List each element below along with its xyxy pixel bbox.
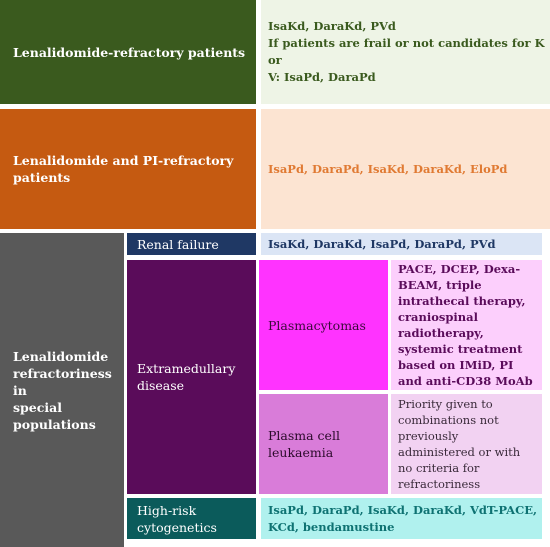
plasma-cell-leukaemia-label-cell: Plasma cell leukaemia [259, 394, 388, 494]
lenalidomide-refractory-label: Lenalidomide-refractory patients [13, 44, 246, 60]
plasma-cell-leukaemia-treatment: Priority given to combinations not previ… [398, 397, 521, 491]
lenalidomide-pi-refractory-label-cell: Lenalidomide and PI-refractory patients [0, 109, 256, 229]
special-populations-label-cell: Lenalidomide refractoriness in special p… [0, 233, 124, 547]
plasmacytomas-label: Plasmacytomas [268, 317, 366, 333]
lenalidomide-pi-refractory-treatment-cell: IsaPd, DaraPd, IsaKd, DaraKd, EloPd [261, 109, 550, 229]
renal-failure-treatment: IsaKd, DaraKd, IsaPd, DaraPd, PVd [268, 236, 496, 251]
high-risk-label: High-risk cytogenetics [137, 502, 217, 535]
lenalidomide-pi-refractory-treatment: IsaPd, DaraPd, IsaKd, DaraKd, EloPd [268, 161, 508, 176]
renal-failure-label-cell: Renal failure [127, 233, 256, 255]
plasmacytomas-label-cell: Plasmacytomas [259, 260, 388, 390]
high-risk-label-cell: High-risk cytogenetics [127, 498, 256, 539]
lenalidomide-refractory-treatment-cell: IsaKd, DaraKd, PVd If patients are frail… [261, 0, 550, 104]
lenalidomide-refractory-treatment: IsaKd, DaraKd, PVd If patients are frail… [268, 19, 545, 84]
special-populations-label: Lenalidomide refractoriness in special p… [13, 348, 112, 432]
extramedullary-label: Extramedullary disease [137, 361, 236, 393]
plasmacytomas-treatment-cell: PACE, DCEP, Dexa- BEAM, triple intrathec… [391, 260, 542, 390]
renal-failure-label: Renal failure [137, 236, 219, 252]
high-risk-treatment: IsaPd, DaraPd, IsaKd, DaraKd, VdT-PACE, … [268, 502, 538, 534]
plasma-cell-leukaemia-treatment-cell: Priority given to combinations not previ… [391, 394, 542, 494]
plasma-cell-leukaemia-label: Plasma cell leukaemia [268, 428, 340, 460]
high-risk-treatment-cell: IsaPd, DaraPd, IsaKd, DaraKd, VdT-PACE, … [261, 498, 542, 539]
extramedullary-label-cell: Extramedullary disease [127, 260, 256, 494]
lenalidomide-refractory-label-cell: Lenalidomide-refractory patients [0, 0, 256, 104]
plasmacytomas-treatment: PACE, DCEP, Dexa- BEAM, triple intrathec… [398, 262, 533, 388]
lenalidomide-pi-refractory-label: Lenalidomide and PI-refractory patients [13, 153, 234, 185]
renal-failure-treatment-cell: IsaKd, DaraKd, IsaPd, DaraPd, PVd [261, 233, 542, 255]
